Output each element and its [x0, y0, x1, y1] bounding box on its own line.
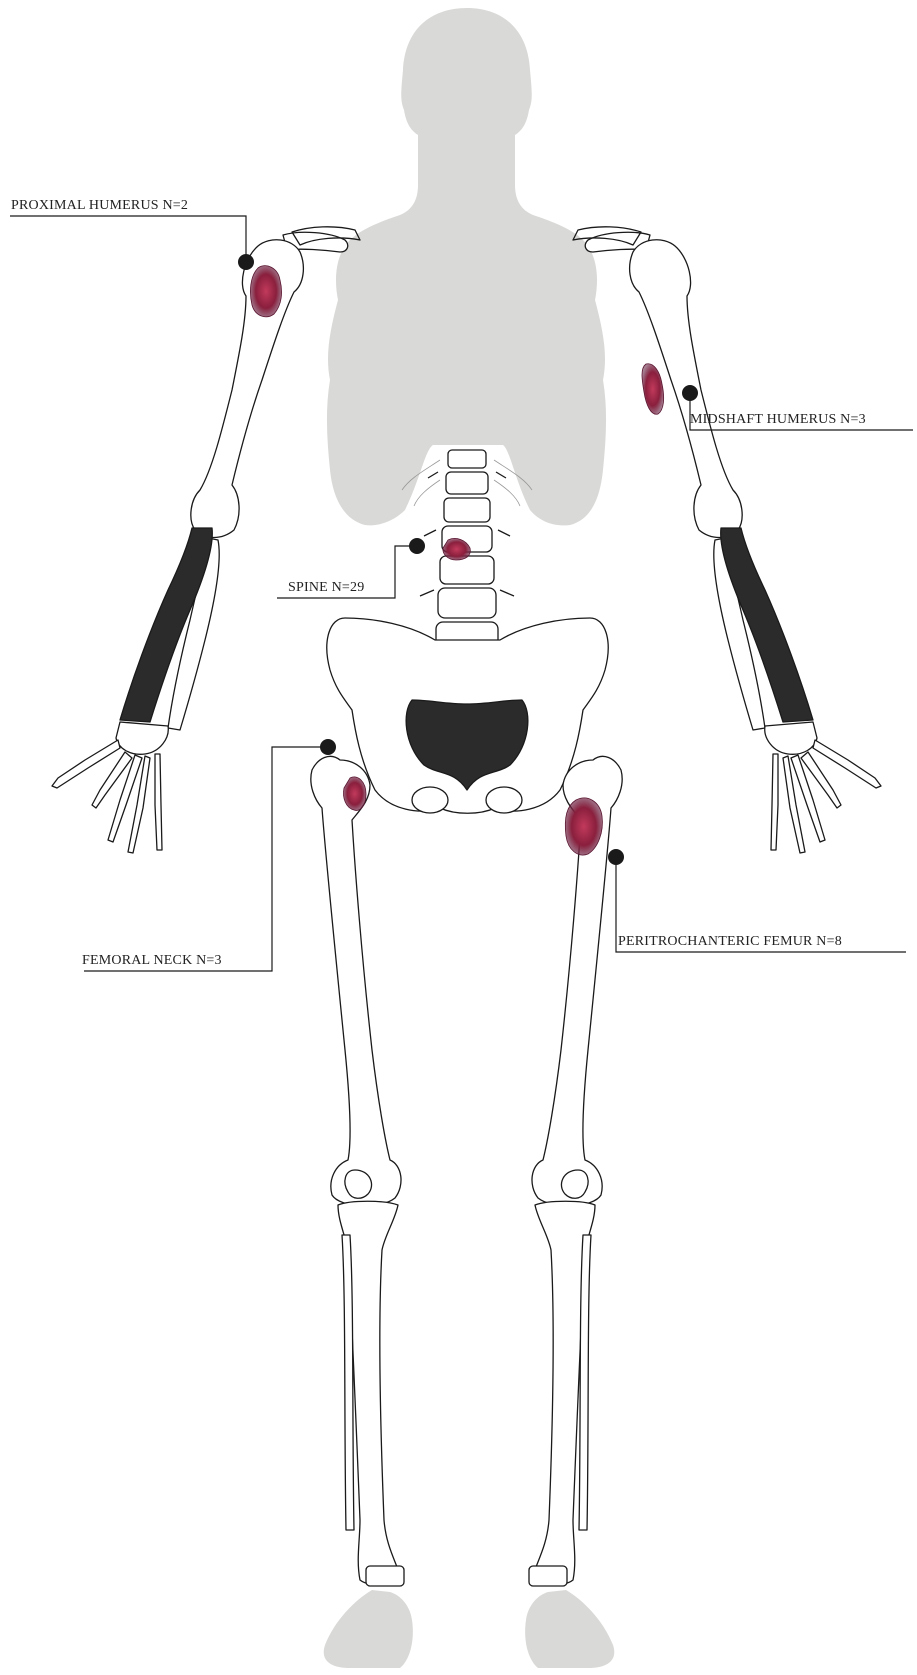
right-hand: [765, 722, 881, 853]
label-midshaft-humerus: MIDSHAFT HUMERUS N=3: [690, 412, 866, 428]
right-obturator: [486, 787, 522, 813]
dot-femoral-neck: [320, 739, 336, 755]
left-fibula: [342, 1235, 354, 1530]
left-hand: [52, 722, 168, 853]
dot-proximal-humerus: [238, 254, 254, 270]
left-foot-silhouette: [324, 1590, 413, 1668]
lesion-proximal-humerus: [250, 266, 281, 317]
dot-peritrochanteric-femur: [608, 849, 624, 865]
right-foot-silhouette: [525, 1590, 614, 1668]
left-femur: [311, 756, 401, 1206]
dot-spine: [409, 538, 425, 554]
label-peritrochanteric-femur: PERITROCHANTERIC FEMUR N=8: [618, 934, 842, 950]
label-spine: SPINE N=29: [288, 580, 364, 596]
leader-femoral-neck: [84, 747, 332, 971]
right-ankle: [529, 1566, 567, 1586]
left-patella: [345, 1170, 372, 1198]
left-obturator: [412, 787, 448, 813]
head-silhouette: [327, 8, 606, 525]
left-ankle: [366, 1566, 404, 1586]
label-proximal-humerus: PROXIMAL HUMERUS N=2: [11, 198, 188, 214]
left-humerus: [191, 240, 304, 538]
label-femoral-neck: FEMORAL NECK N=3: [82, 953, 222, 969]
right-fibula: [579, 1235, 591, 1530]
lesion-midshaft-humerus: [642, 364, 664, 414]
right-patella: [561, 1170, 588, 1198]
leader-proximal-humerus: [10, 216, 246, 262]
dot-midshaft-humerus: [682, 385, 698, 401]
